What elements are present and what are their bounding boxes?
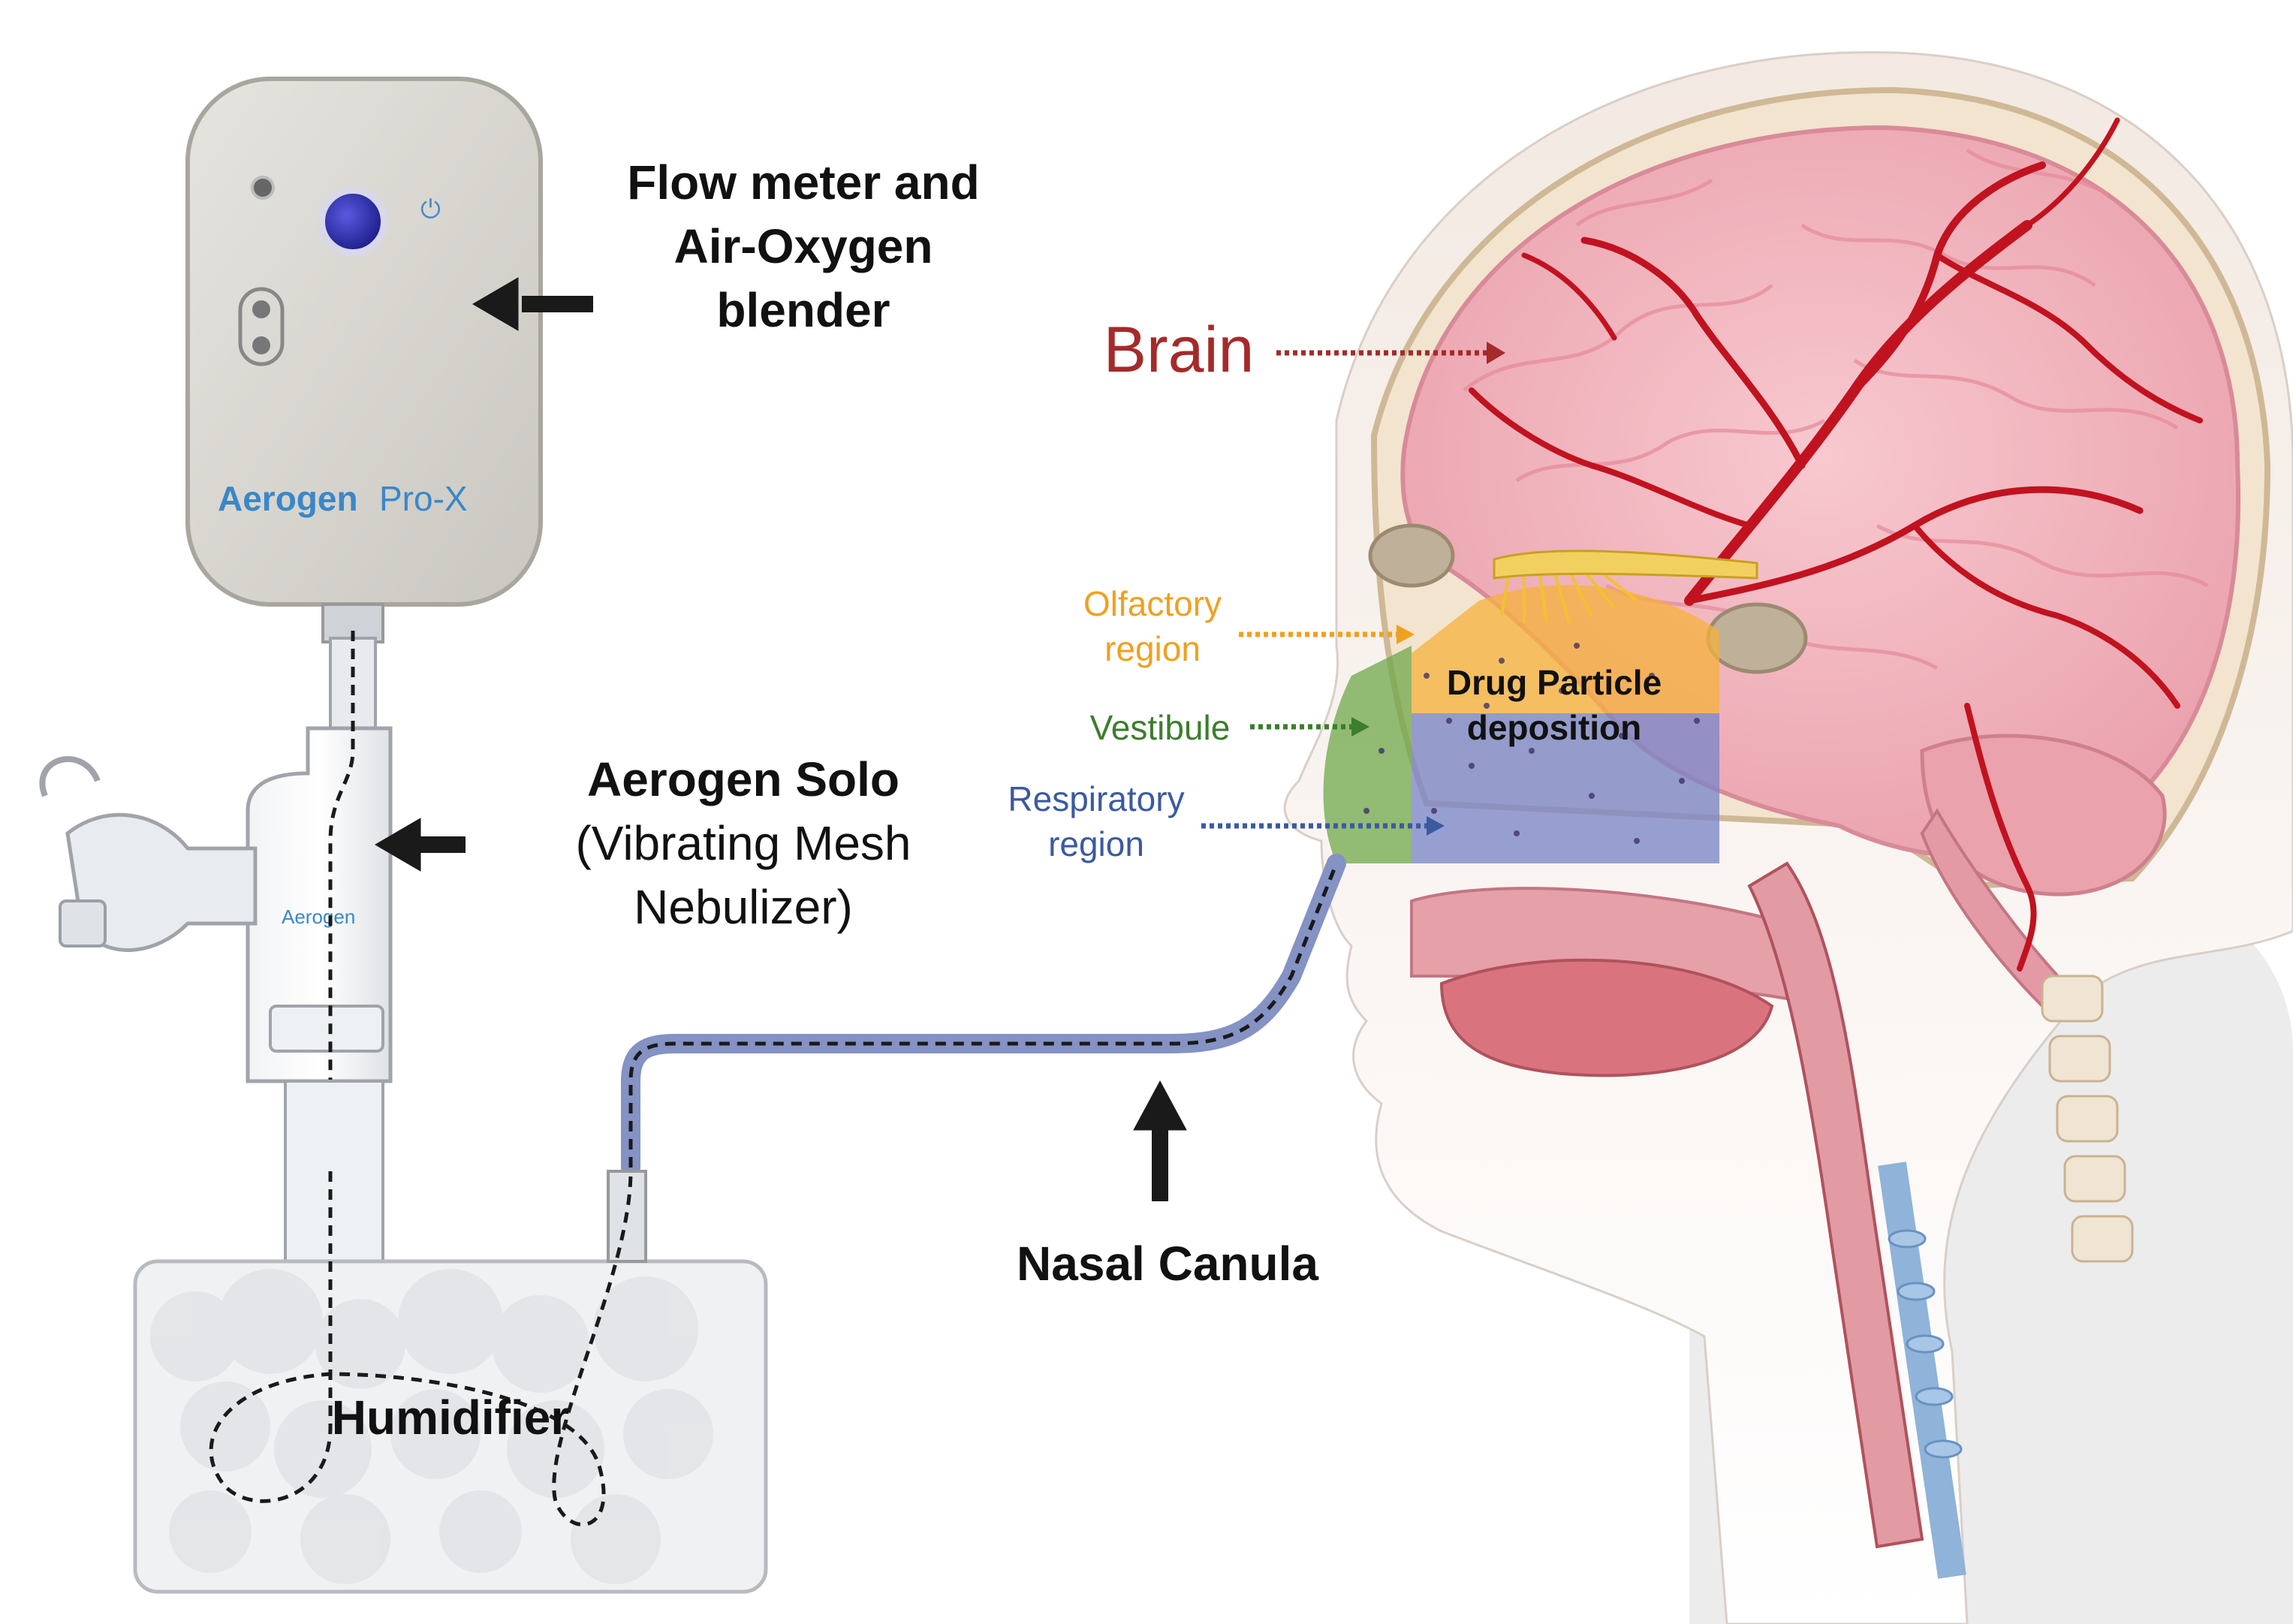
- brain-label: Brain: [1104, 314, 1255, 386]
- brain-gyri: [1463, 148, 2209, 670]
- humidifier-inlet-pipe: [284, 1080, 384, 1263]
- frontal-sinus: [1368, 523, 1455, 588]
- power-button[interactable]: [318, 186, 388, 257]
- aerogen-solo-nebulizer: Aerogen: [39, 726, 393, 1083]
- canula-arrowhead: [1133, 1080, 1187, 1131]
- flow-meter-arrowhead: [472, 277, 519, 331]
- humidifier-vapor: [150, 1269, 713, 1584]
- brain-vessels: [1469, 117, 2203, 972]
- trachea-rings: [1888, 1229, 1963, 1459]
- mode-switch-panel: [238, 287, 285, 366]
- flow-meter-label-line3: blender: [716, 283, 890, 337]
- respiratory-zone: [1412, 713, 1719, 863]
- respiratory-label-line1: Respiratory: [1008, 779, 1184, 818]
- mode-indicator-2: [252, 336, 270, 354]
- prox-model: Pro-X: [379, 479, 468, 518]
- aerogen-solo-sub-line2: Nebulizer): [634, 880, 853, 934]
- pharynx: [1747, 861, 1924, 1549]
- tongue: [1439, 958, 1774, 1077]
- spine: [2041, 975, 2134, 1263]
- drug-deposition-label-line2: deposition: [1467, 708, 1642, 747]
- sphenoid-sinus: [1706, 602, 1808, 674]
- aerogen-solo-label: Aerogen Solo: [587, 752, 899, 806]
- vestibule-pointer-head: [1351, 717, 1369, 737]
- drug-particles: [1363, 643, 1700, 844]
- solo-luer: [59, 899, 107, 948]
- humidifier-flow-path: [209, 1171, 633, 1527]
- pointer-arrows: [375, 277, 1187, 1201]
- olfactory-label-line2: region: [1104, 629, 1201, 668]
- indicator-light-1: [251, 176, 275, 200]
- solo-body: [246, 726, 393, 1083]
- flow-meter-label-line1: Flow meter and: [627, 155, 979, 209]
- aerogen-solo-sub-line1: (Vibrating Mesh: [575, 816, 911, 870]
- canula-flow-path: [628, 863, 1339, 1168]
- solo-base: [269, 1005, 384, 1053]
- aerogen-prox-device: ⏻ Aerogen Pro-X: [185, 77, 543, 643]
- drug-deposition-label-line1: Drug Particle: [1447, 663, 1662, 702]
- mode-indicator-1: [252, 300, 270, 318]
- power-icon: ⏻: [420, 195, 441, 224]
- nasal-canula-label: Nasal Canula: [1017, 1237, 1318, 1291]
- brain-pointer-head: [1487, 342, 1505, 364]
- head-illustration: [1283, 51, 2293, 1624]
- olfactory-pointer-head: [1397, 625, 1415, 644]
- vestibule-label: Vestibule: [1090, 708, 1231, 747]
- respiratory-label-line2: region: [1048, 824, 1144, 863]
- solo-arrowhead: [375, 818, 421, 872]
- humidifier-unit: [133, 1170, 768, 1594]
- olfactory-bulb: [1493, 550, 1758, 580]
- humidifier-label: Humidifier: [332, 1390, 569, 1445]
- solo-cap-loop: [39, 756, 101, 797]
- diagram-labels: Flow meter and Air-Oxygen blender Aeroge…: [332, 155, 1662, 1445]
- flow-meter-label-line2: Air-Oxygen: [674, 219, 933, 273]
- olfactory-zone: [1412, 585, 1719, 713]
- anatomy-pointers: [1201, 342, 1505, 836]
- olfactory-nerves: [1500, 569, 1638, 624]
- prox-brand: Aerogen: [218, 479, 358, 518]
- respiratory-pointer-head: [1427, 816, 1445, 836]
- solo-side-port: [65, 812, 258, 952]
- nebulizer-flow-path: [328, 631, 355, 1171]
- olfactory-label-line1: Olfactory: [1083, 584, 1222, 623]
- solo-brand: Aerogen: [282, 905, 355, 928]
- vestibule-zone: [1323, 646, 1412, 863]
